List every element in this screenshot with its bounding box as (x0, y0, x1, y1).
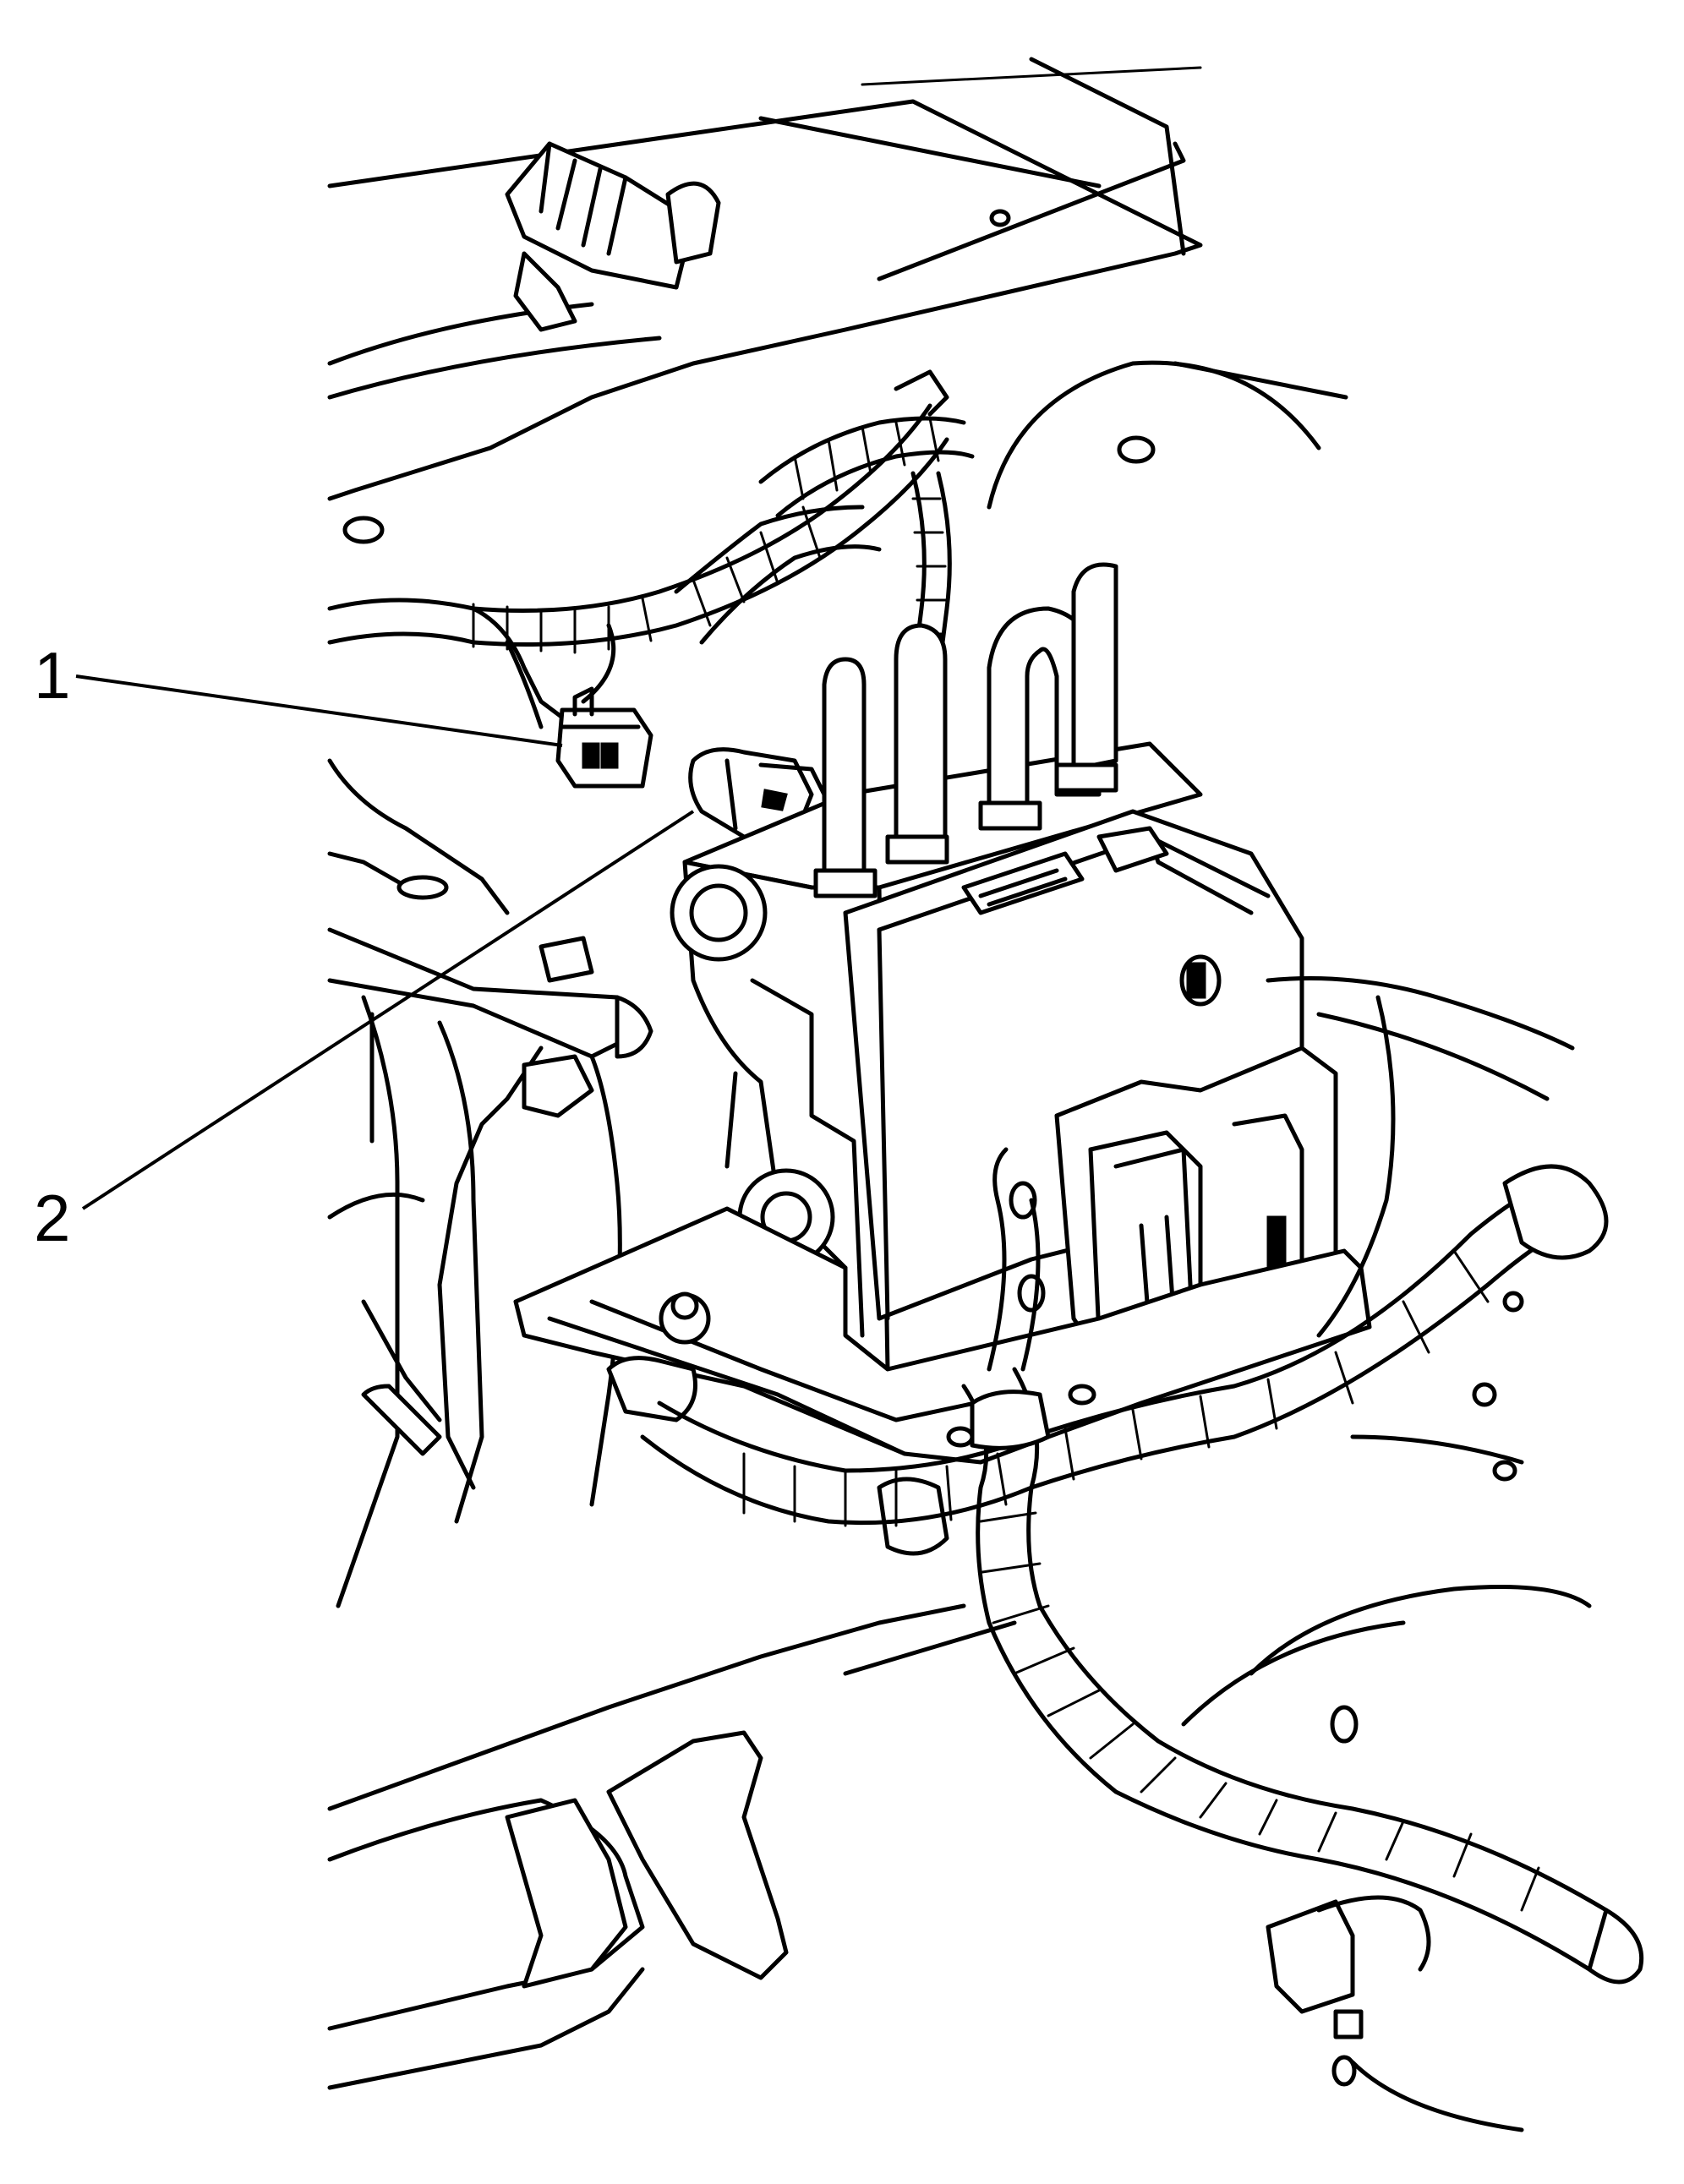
callout-2-leader (81, 810, 695, 1210)
connector-1 (555, 686, 653, 789)
lower-wiring-harness (640, 1147, 1644, 2039)
upper-body-panel (327, 57, 1348, 544)
upper-wiring-harness (327, 369, 975, 729)
abs-modulator-module (513, 562, 1372, 1556)
lower-body-panels (327, 976, 1592, 2132)
callout-1: 1 (34, 638, 563, 747)
callout-1-label: 1 (34, 638, 70, 713)
callout-2: 2 (34, 810, 695, 1255)
upper-connector (505, 141, 721, 332)
callout-2-label: 2 (34, 1181, 70, 1255)
callouts: 1 2 (34, 638, 695, 1255)
left-bracket (327, 758, 653, 1608)
callout-1-leader (75, 674, 563, 747)
